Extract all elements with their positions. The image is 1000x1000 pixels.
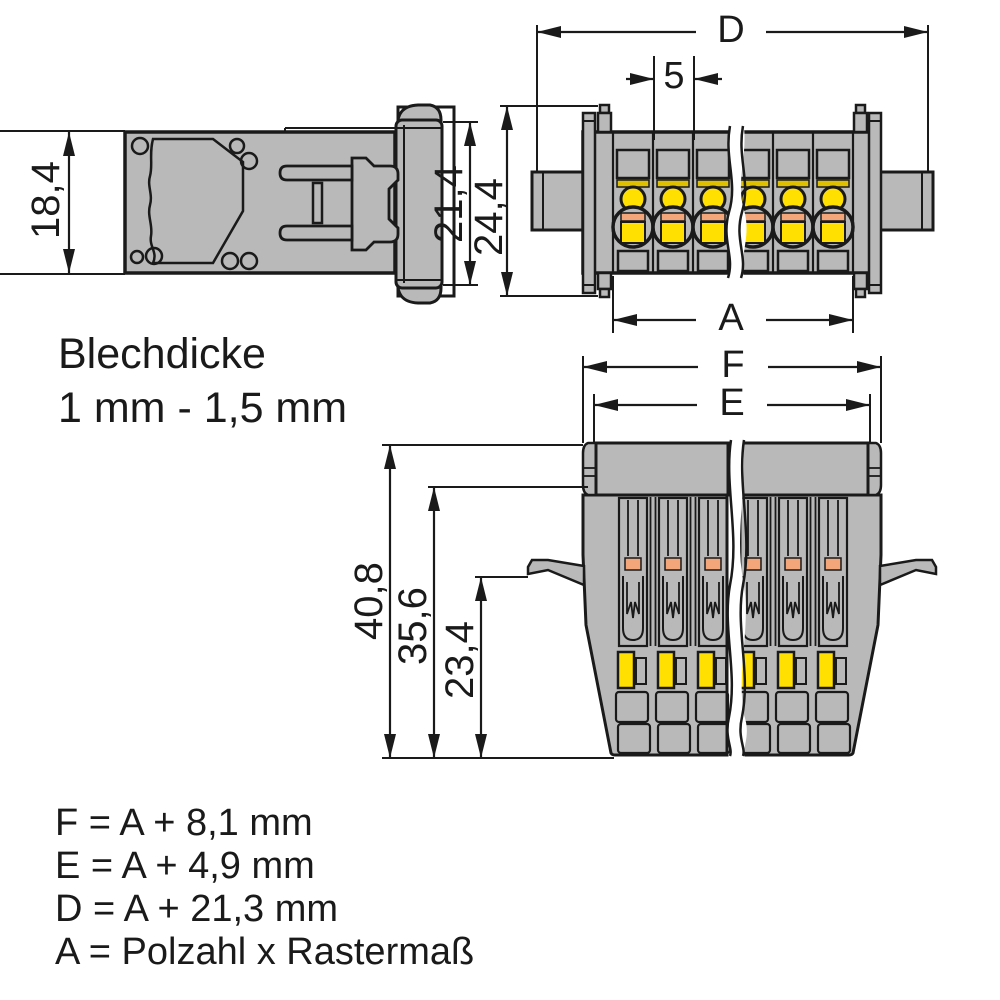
dim-label-width-f: F <box>698 343 768 387</box>
sheet-thickness-title: Blechdicke <box>58 330 266 378</box>
dim-label-total-width-d: D <box>696 8 766 52</box>
dim-label-depth-latch: 23,4 <box>438 621 482 699</box>
formula-line-f: F = A + 8,1 mm <box>55 802 313 844</box>
side-view-drawing <box>0 103 598 305</box>
bottom-view-drawing <box>382 356 938 760</box>
dim-label-depth-body: 35,6 <box>391 587 435 665</box>
front-view-drawing <box>530 25 935 333</box>
dim-label-side-height-total: 24,4 <box>467 178 511 256</box>
dim-label-pitch: 5 <box>663 55 685 97</box>
dim-label-side-height-flange: 21,4 <box>427 165 471 243</box>
sheet-thickness-range: 1 mm - 1,5 mm <box>58 384 348 432</box>
dim-label-depth-total: 40,8 <box>347 562 391 640</box>
dim-label-side-height: 18,4 <box>24 161 68 239</box>
formula-line-d: D = A + 21,3 mm <box>55 888 339 930</box>
formula-line-a: A = Polzahl x Rastermaß <box>55 931 475 973</box>
dim-label-width-e: E <box>697 381 767 425</box>
dim-label-pole-span-a: A <box>696 296 766 340</box>
dimension-formulas: F = A + 8,1 mm E = A + 4,9 mm D = A + 21… <box>55 802 474 974</box>
formula-line-e: E = A + 4,9 mm <box>55 845 315 887</box>
